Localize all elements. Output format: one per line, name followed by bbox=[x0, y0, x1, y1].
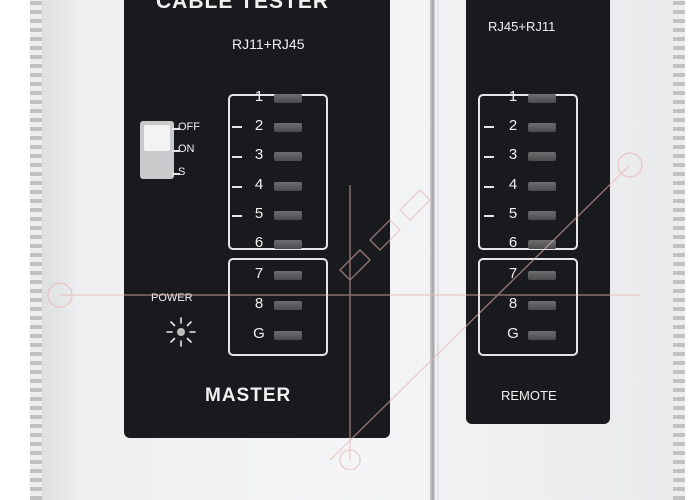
bracket-tick bbox=[232, 156, 242, 158]
pin-number: 1 bbox=[254, 88, 264, 105]
bracket-tick bbox=[484, 126, 494, 128]
led-indicator bbox=[274, 240, 302, 249]
led-indicator bbox=[528, 94, 556, 103]
right-grip bbox=[673, 0, 685, 500]
mode-switch[interactable] bbox=[140, 121, 174, 179]
bracket-tick bbox=[484, 156, 494, 158]
remote-connector-label: RJ45+RJ11 bbox=[488, 19, 556, 34]
power-led-icon bbox=[166, 317, 196, 347]
led-indicator bbox=[528, 331, 556, 340]
pin-number: 2 bbox=[508, 117, 518, 134]
pin-number: 6 bbox=[254, 234, 264, 251]
pin-number: 8 bbox=[508, 295, 518, 312]
led-indicator bbox=[274, 301, 302, 310]
master-connector-label: RJ11+RJ45 bbox=[232, 36, 305, 52]
pin-number: 1 bbox=[508, 88, 518, 105]
led-indicator bbox=[528, 271, 556, 280]
led-indicator bbox=[274, 182, 302, 191]
pin-number: 5 bbox=[254, 205, 264, 222]
led-indicator bbox=[274, 123, 302, 132]
switch-label-off: OFF bbox=[178, 121, 200, 133]
bracket-tick bbox=[484, 215, 494, 217]
left-grip bbox=[30, 0, 42, 500]
unit-split-line bbox=[430, 0, 439, 500]
led-indicator bbox=[274, 331, 302, 340]
switch-tick bbox=[172, 150, 180, 152]
pin-number: G bbox=[253, 325, 265, 342]
led-indicator bbox=[528, 240, 556, 249]
switch-knob[interactable] bbox=[144, 125, 170, 151]
pin-number: 7 bbox=[254, 265, 264, 282]
led-indicator bbox=[528, 211, 556, 220]
pin-number: 7 bbox=[508, 265, 518, 282]
switch-tick bbox=[172, 128, 180, 130]
master-bracket-7-g bbox=[228, 258, 328, 356]
led-indicator bbox=[528, 182, 556, 191]
pin-number: 4 bbox=[508, 176, 518, 193]
led-indicator bbox=[528, 123, 556, 132]
led-indicator bbox=[274, 271, 302, 280]
pin-number: 3 bbox=[254, 146, 264, 163]
device-title: CABLE TESTER bbox=[156, 0, 330, 13]
led-indicator bbox=[528, 301, 556, 310]
master-panel bbox=[124, 0, 390, 438]
pin-number: G bbox=[507, 325, 519, 342]
watermark-logo bbox=[47, 152, 643, 470]
remote-bracket-7-g bbox=[478, 258, 578, 356]
pin-number: 2 bbox=[254, 117, 264, 134]
bracket-tick bbox=[232, 186, 242, 188]
led-indicator bbox=[528, 152, 556, 161]
bracket-tick bbox=[232, 126, 242, 128]
switch-label-s: S bbox=[178, 166, 186, 178]
switch-label-on: ON bbox=[178, 143, 195, 155]
pin-number: 5 bbox=[508, 205, 518, 222]
remote-label: REMOTE bbox=[501, 388, 557, 403]
pin-number: 4 bbox=[254, 176, 264, 193]
master-label: MASTER bbox=[205, 385, 292, 406]
pin-number: 3 bbox=[508, 146, 518, 163]
bracket-tick bbox=[232, 215, 242, 217]
led-indicator bbox=[274, 211, 302, 220]
pin-number: 6 bbox=[508, 234, 518, 251]
led-indicator bbox=[274, 152, 302, 161]
bracket-tick bbox=[484, 186, 494, 188]
led-indicator bbox=[274, 94, 302, 103]
pin-number: 8 bbox=[254, 295, 264, 312]
switch-tick bbox=[172, 173, 180, 175]
